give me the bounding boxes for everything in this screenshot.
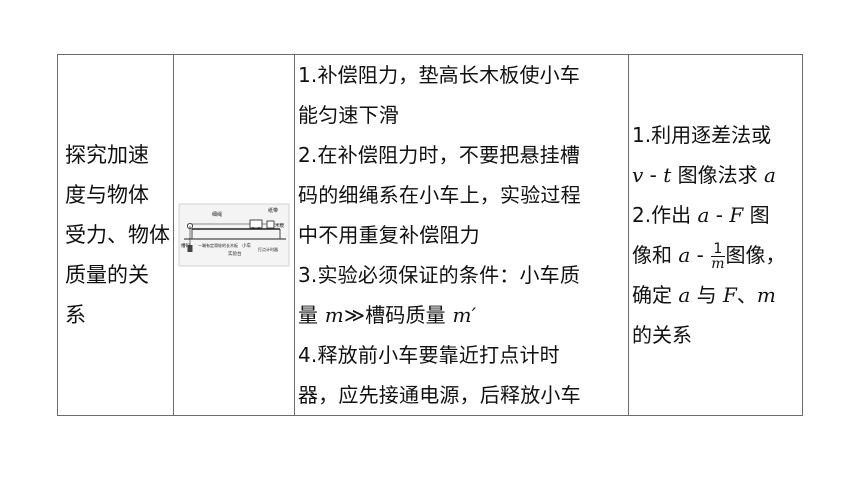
method-text-part: 2.作出	[632, 203, 698, 227]
label-hook: 槽码	[181, 242, 190, 249]
math-symbol: v	[632, 163, 644, 187]
label-rope: 细绳	[212, 211, 222, 218]
timer-shape	[266, 220, 275, 229]
method-text-part: -	[709, 203, 730, 227]
method-text-part: 图	[743, 203, 770, 227]
math-symbol: a	[697, 203, 710, 227]
math-symbol: a	[764, 163, 776, 187]
method-line: 确定 a 与 F、m	[632, 275, 802, 315]
label-timer: 打点计时器	[258, 246, 278, 252]
topic-line: 度与物体	[65, 183, 149, 207]
table-row: 探究加速 度与物体 受力、物体 质量的关 系	[57, 54, 803, 416]
topic-line: 受力、物体	[65, 223, 170, 247]
step-line: 中不用重复补偿阻力	[298, 223, 480, 247]
method-line: v - t 图像法求 a	[632, 155, 802, 195]
hook-weight-shape	[187, 245, 193, 252]
method-line: 的关系	[632, 323, 692, 347]
topic-cell: 探究加速 度与物体 受力、物体 质量的关 系	[57, 54, 174, 416]
step-line: 4.释放前小车要靠近打点计时	[298, 343, 560, 367]
math-symbol: m′	[452, 303, 477, 327]
method-text-part: 图像法求	[671, 163, 765, 187]
step-line: 1.补偿阻力，垫高长木板使小车	[298, 63, 581, 87]
method-text-part: -	[690, 243, 711, 267]
method-text-part: 图像，	[725, 243, 786, 267]
cart-shape	[249, 219, 263, 229]
math-symbol: F	[723, 283, 737, 307]
steps-text: 1.补偿阻力，垫高长木板使小车 能匀速下滑 2.在补偿阻力时，不要把悬挂槽 码的…	[295, 55, 628, 415]
math-symbol: m	[324, 303, 344, 327]
method-text-part: 与	[690, 283, 724, 307]
topic-text: 探究加速 度与物体 受力、物体 质量的关 系	[58, 135, 173, 335]
step-line: 器，应先接通电源，后释放小车	[298, 383, 581, 407]
math-symbol: a	[678, 283, 691, 307]
experiment-table: 探究加速 度与物体 受力、物体 质量的关 系	[57, 54, 803, 416]
step-line: 3.实验必须保证的条件：小车质	[298, 263, 581, 287]
label-board: 木板	[275, 222, 284, 229]
method-cell: 1.利用逐差法或 v - t 图像法求 a 2.作出 a - F 图 像和 a …	[628, 54, 803, 416]
topic-line: 质量的关	[65, 263, 149, 287]
method-text-part: 、	[736, 283, 757, 307]
method-text: 1.利用逐差法或 v - t 图像法求 a 2.作出 a - F 图 像和 a …	[629, 115, 802, 355]
step-text: ≫槽码质量	[343, 303, 453, 327]
fraction-numerator: 1	[711, 242, 725, 257]
topic-line: 系	[65, 303, 86, 327]
label-pulley-board: 一端有定滑轮的长木板	[198, 242, 238, 248]
method-line: 2.作出 a - F 图	[632, 195, 802, 235]
label-cart: 小车	[242, 242, 251, 249]
step-text: 量	[298, 303, 325, 327]
math-symbol: m	[756, 283, 776, 307]
method-text-part: -	[643, 163, 664, 187]
step-line: 量 m≫槽码质量 m′	[298, 295, 628, 335]
topic-line: 探究加速	[65, 143, 149, 167]
step-line: 能匀速下滑	[298, 103, 399, 127]
diagram-cell: 细绳 纸带 木板 槽码 一端有定滑轮的长木板 实验台 小车 打点计时器	[173, 54, 295, 416]
fraction-denominator: m	[711, 256, 725, 272]
math-symbol: t	[663, 163, 672, 187]
steps-cell: 1.补偿阻力，垫高长木板使小车 能匀速下滑 2.在补偿阻力时，不要把悬挂槽 码的…	[294, 54, 629, 416]
math-symbol: F	[729, 203, 744, 227]
step-line: 2.在补偿阻力时，不要把悬挂槽	[298, 143, 581, 167]
method-text-part: 确定	[632, 283, 679, 307]
method-line: 1.利用逐差法或	[632, 123, 772, 147]
method-text-part: 像和	[632, 243, 679, 267]
label-tape: 纸带	[268, 207, 278, 214]
math-symbol: a	[678, 243, 691, 267]
label-lab-table: 实验台	[228, 250, 242, 257]
step-line: 码的细绳系在小车上，实验过程	[298, 183, 581, 207]
apparatus-diagram: 细绳 纸带 木板 槽码 一端有定滑轮的长木板 实验台 小车 打点计时器	[178, 203, 290, 267]
